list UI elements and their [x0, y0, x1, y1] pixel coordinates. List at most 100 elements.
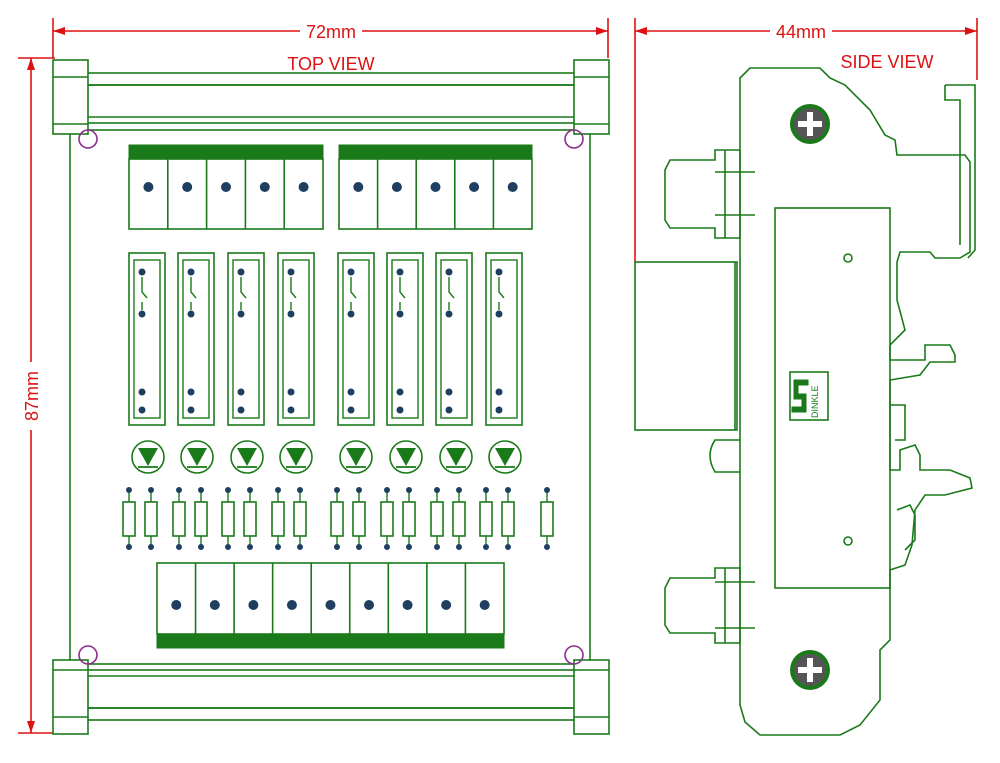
side-connector-top: [664, 149, 755, 239]
relay-row: [128, 252, 523, 426]
terminal-cell: [453, 159, 480, 229]
resistor-icon: [501, 487, 515, 550]
mount-hole: [564, 129, 584, 149]
side-view: DINKLE: [634, 67, 976, 736]
relay: [337, 252, 375, 426]
side-latch: [709, 439, 740, 473]
relay: [485, 252, 523, 426]
side-connector-bottom: [664, 567, 755, 644]
terminal-cell: [348, 563, 375, 634]
terminal-cell: [233, 563, 259, 634]
resistor-icon: [330, 487, 344, 550]
logo-text: DINKLE: [810, 385, 820, 418]
led-icon: [180, 440, 214, 474]
end-cap-top-right: [573, 59, 610, 135]
mount-hole: [78, 645, 98, 665]
terminal-screw-icon: [430, 182, 441, 192]
top-view: [52, 59, 610, 735]
relay: [227, 252, 265, 426]
relay: [177, 252, 215, 426]
mount-hole: [78, 129, 98, 149]
terminal-cell: [271, 563, 297, 634]
resistor-icon: [380, 487, 394, 550]
terminal-cell: [464, 563, 490, 634]
terminal-cell: [415, 159, 441, 229]
terminal-screw-icon: [182, 182, 193, 192]
resistor-icon: [540, 487, 554, 550]
terminal-cell: [387, 563, 413, 634]
side-inner-panel: [774, 207, 891, 589]
top-terminal-block-right: [338, 144, 533, 230]
side-housing: [739, 67, 973, 736]
side-rib: [890, 404, 906, 441]
relay: [128, 252, 166, 426]
resistor-icon: [221, 487, 235, 550]
terminal-screw-icon: [325, 600, 336, 610]
end-cap-bottom-right: [573, 659, 610, 735]
top-view-title: TOP VIEW: [287, 54, 374, 74]
terminal-screw-icon: [479, 600, 490, 610]
bottom-rail: [84, 669, 578, 721]
top-height-label: 87mm: [22, 371, 42, 421]
end-cap-bottom-left: [52, 659, 89, 735]
resistor-icon: [452, 487, 466, 550]
end-cap-top-left: [52, 59, 89, 135]
terminal-cell: [171, 600, 182, 610]
dinkle-logo: DINKLE: [789, 371, 829, 421]
led-icon: [389, 440, 423, 474]
led-icon: [131, 440, 165, 474]
terminal-cell: [310, 563, 336, 634]
terminal-cell: [283, 159, 309, 229]
top-width-label: 72mm: [306, 22, 356, 42]
led-icon: [439, 440, 473, 474]
terminal-cell: [143, 182, 154, 192]
side-clip-top: [944, 84, 976, 259]
terminal-screw-icon: [143, 182, 154, 192]
terminal-screw-icon: [171, 600, 182, 610]
dimension-top-width: 72mm: [52, 18, 609, 58]
resistor-icon: [122, 487, 136, 550]
terminal-cell: [194, 563, 220, 634]
resistor-icon: [430, 487, 444, 550]
resistor-icon: [352, 487, 366, 550]
side-view-title: SIDE VIEW: [840, 52, 933, 72]
resistor-row: [122, 487, 554, 550]
led-icon: [339, 440, 373, 474]
led-row: [131, 440, 522, 474]
side-width-label: 44mm: [776, 22, 826, 42]
terminal-cell: [353, 182, 364, 192]
side-relay-body: [634, 261, 738, 431]
terminal-screw-icon: [507, 182, 518, 192]
resistor-icon: [479, 487, 493, 550]
relay: [386, 252, 424, 426]
top-terminal-block-left: [128, 144, 324, 230]
top-rail: [84, 72, 578, 124]
terminal-screw-icon: [286, 600, 297, 610]
relay: [435, 252, 473, 426]
dimension-side-width: 44mm: [634, 18, 978, 262]
relay: [277, 252, 315, 426]
mount-hole: [564, 645, 584, 665]
terminal-screw-icon: [353, 182, 364, 192]
terminal-cell: [492, 159, 518, 229]
terminal-cell: [244, 159, 270, 229]
led-icon: [279, 440, 313, 474]
led-icon: [230, 440, 264, 474]
resistor-icon: [144, 487, 158, 550]
terminal-screw-icon: [469, 182, 480, 192]
terminal-screw-icon: [221, 182, 231, 192]
resistor-icon: [402, 487, 416, 550]
terminal-screw-icon: [402, 600, 413, 610]
resistor-icon: [271, 487, 285, 550]
terminal-cell: [205, 159, 231, 229]
terminal-screw-icon: [259, 182, 270, 192]
terminal-screw-icon: [248, 600, 259, 610]
terminal-screw-icon: [441, 600, 452, 610]
terminal-screw-icon: [298, 182, 309, 192]
resistor-icon: [243, 487, 257, 550]
resistor-icon: [194, 487, 208, 550]
terminal-screw-icon: [391, 182, 402, 192]
resistor-icon: [172, 487, 186, 550]
terminal-cell: [426, 563, 452, 634]
